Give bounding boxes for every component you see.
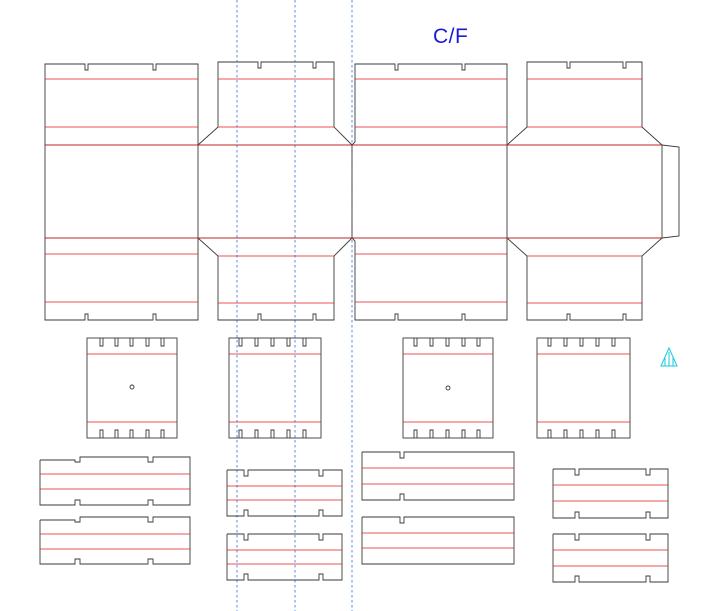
drawing-label: C/F [433, 25, 469, 48]
insert-pad-3 [402, 337, 494, 439]
strip-left-2 [39, 516, 191, 565]
strip-center-left-2 [226, 533, 343, 581]
insert-pad-4 [536, 337, 631, 439]
strip-center-right-1 [361, 451, 515, 501]
strip-right-2 [552, 533, 669, 583]
insert-pad-2 [228, 337, 322, 439]
triangle-warning-icon [660, 346, 678, 367]
strip-center-left-1 [226, 469, 343, 517]
insert-pad-1 [86, 337, 178, 439]
strip-center-right-2 [361, 516, 515, 565]
guide-lines [236, 0, 353, 611]
strip-right-1 [552, 468, 669, 519]
strip-left-1 [39, 456, 191, 506]
main-box-blank [44, 61, 680, 321]
